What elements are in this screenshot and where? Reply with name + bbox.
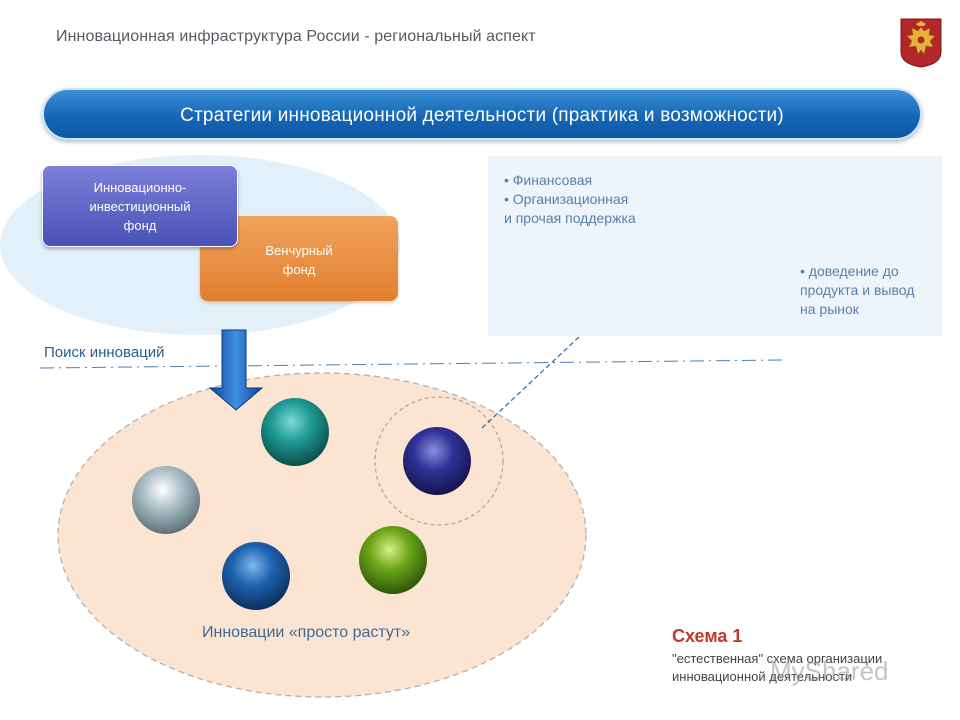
green-sphere [359, 526, 427, 594]
market-list: • доведение до продукта и вывод на рынок [800, 262, 914, 319]
navy-sphere [403, 427, 471, 495]
watermark: MyShared [770, 656, 889, 686]
investment-fund-line-3: фонд [123, 217, 157, 233]
page-header-title: Инновационная инфраструктура России - ре… [56, 28, 536, 45]
investment-fund-line-2: инвестиционный [89, 198, 191, 214]
selected-innovation-ring [374, 396, 504, 526]
market-line-3: на рынок [800, 301, 859, 317]
search-innovations-label: Поиск инноваций [44, 344, 165, 361]
scheme-description: "естественная" схема организации инновац… [672, 650, 882, 686]
search-line [39, 359, 785, 369]
innovations-grow-label: Инновации «просто растут» [202, 624, 411, 641]
scheme-title: Схема 1 [672, 626, 743, 646]
venture-fund-line-2: фонд [282, 261, 316, 277]
russian-coat-of-arms-icon [900, 18, 942, 68]
support-item-other: и прочая поддержка [504, 210, 636, 226]
support-item-organizational: • Организационная [504, 191, 629, 207]
market-line-1: • доведение до [800, 263, 899, 279]
venture-fund-line-1: Венчурный [265, 242, 333, 258]
silver-sphere [132, 466, 200, 534]
investment-fund-line-1: Инновационно- [93, 179, 187, 195]
market-line-2: продукта и вывод [800, 282, 915, 298]
support-item-financial: • Финансовая [504, 172, 593, 188]
scheme-description-line-2: инновационной деятельности [672, 669, 853, 684]
investment-fund-box: Инновационно- инвестиционный фонд [42, 165, 238, 247]
support-panel [488, 156, 942, 336]
banner-title: Стратегии инновационной деятельности (пр… [180, 105, 784, 126]
strategies-banner: Стратегии инновационной деятельности (пр… [42, 88, 922, 140]
scheme-description-line-1: "естественная" схема организации [672, 651, 883, 666]
down-arrow-icon [208, 329, 264, 411]
support-list: • Финансовая • Организационная и прочая … [504, 171, 636, 228]
teal-sphere [261, 398, 329, 466]
blue-sphere [222, 542, 290, 610]
